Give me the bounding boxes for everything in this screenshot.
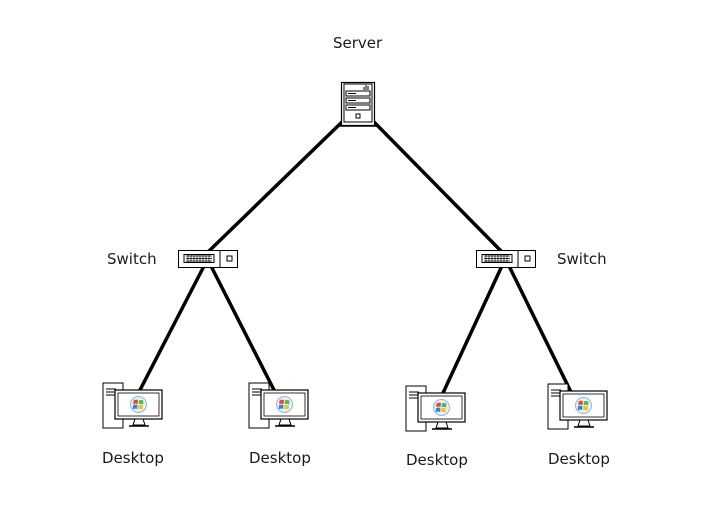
link-server-switch-right bbox=[372, 120, 503, 253]
switch-right-label: Switch bbox=[557, 250, 607, 268]
desktop-computer-icon bbox=[102, 382, 163, 429]
switch-icon bbox=[476, 250, 536, 268]
desktop-label-4: Desktop bbox=[548, 450, 610, 468]
desktop-computer-icon bbox=[547, 383, 608, 430]
desktop-node-3 bbox=[405, 383, 467, 433]
link-switch-right-desktop-4 bbox=[508, 266, 573, 394]
link-switch-left-desktop-1 bbox=[138, 266, 205, 392]
link-switch-right-desktop-3 bbox=[441, 266, 503, 395]
desktop-node-2 bbox=[248, 380, 310, 430]
server-icon bbox=[339, 81, 377, 127]
desktop-computer-icon bbox=[248, 382, 309, 429]
switch-icon bbox=[178, 250, 238, 268]
desktop-computer-icon bbox=[405, 385, 466, 432]
switch-left-node bbox=[178, 250, 238, 269]
server-node bbox=[339, 80, 377, 128]
server-label: Server bbox=[333, 34, 383, 52]
desktop-label-2: Desktop bbox=[249, 449, 311, 467]
desktop-node-1 bbox=[102, 380, 164, 430]
link-switch-left-desktop-2 bbox=[210, 266, 276, 392]
link-server-switch-left bbox=[207, 120, 344, 253]
desktop-node-4 bbox=[547, 381, 609, 431]
switch-left-label: Switch bbox=[107, 250, 157, 268]
desktop-label-1: Desktop bbox=[102, 449, 164, 467]
desktop-label-3: Desktop bbox=[406, 451, 468, 469]
switch-right-node bbox=[476, 250, 536, 269]
